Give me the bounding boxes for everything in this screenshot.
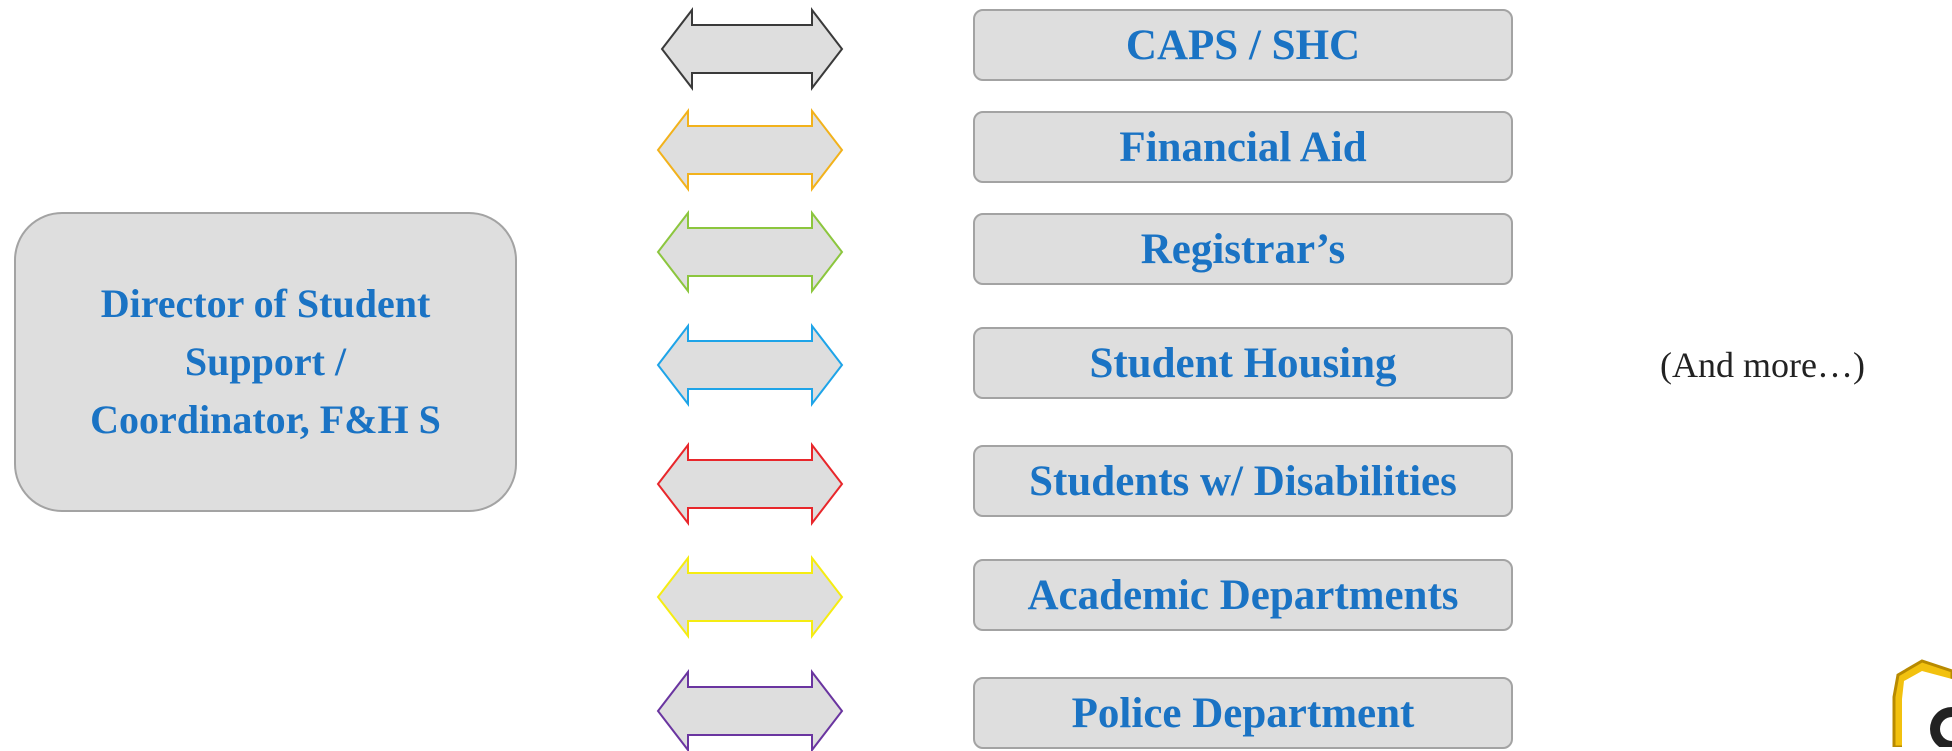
- arrow-student-housing: [656, 323, 844, 407]
- dept-box-students-disabilities: Students w/ Disabilities: [973, 445, 1513, 517]
- dept-label-police-department: Police Department: [1071, 689, 1415, 737]
- dept-box-registrars: Registrar’s: [973, 213, 1513, 285]
- dept-label-academic-departments: Academic Departments: [1027, 571, 1459, 619]
- dept-box-police-department: Police Department: [973, 677, 1513, 749]
- and-more-label: (And more…): [1660, 345, 1865, 385]
- arrow-caps-shc: [660, 7, 844, 91]
- arrow-registrars: [656, 210, 844, 294]
- dept-box-academic-departments: Academic Departments: [973, 559, 1513, 631]
- dept-label-student-housing: Student Housing: [1089, 339, 1397, 387]
- arrow-financial-aid: [656, 108, 844, 192]
- dept-box-financial-aid: Financial Aid: [973, 111, 1513, 183]
- director-line-2: Support /: [184, 339, 347, 384]
- university-logo-icon: [1892, 659, 1952, 747]
- director-box: Director of Student Support / Coordinato…: [14, 212, 517, 512]
- arrow-students-disabilities: [656, 442, 844, 526]
- director-label: Director of Student Support / Coordinato…: [46, 275, 486, 449]
- dept-label-registrars: Registrar’s: [1140, 225, 1346, 273]
- director-line-1: Director of Student: [100, 281, 431, 326]
- dept-label-students-disabilities: Students w/ Disabilities: [1029, 457, 1457, 505]
- arrow-academic-departments: [656, 555, 844, 639]
- dept-label-caps-shc: CAPS / SHC: [1125, 21, 1361, 69]
- arrow-police-department: [656, 669, 844, 751]
- dept-box-student-housing: Student Housing: [973, 327, 1513, 399]
- dept-label-financial-aid: Financial Aid: [1119, 123, 1367, 171]
- director-line-3: Coordinator, F&H S: [90, 397, 441, 442]
- dept-box-caps-shc: CAPS / SHC: [973, 9, 1513, 81]
